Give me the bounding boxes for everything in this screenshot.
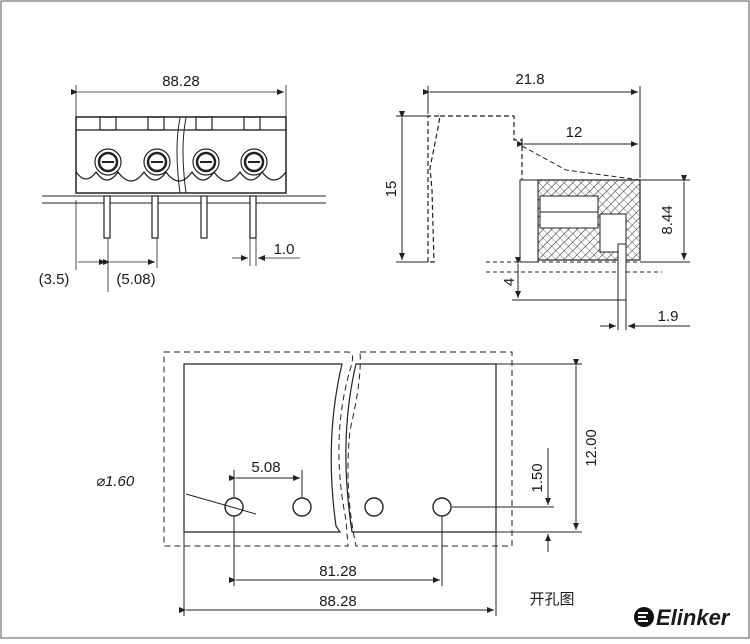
side-pin-offset-label: 1.9 [658, 308, 679, 325]
board-height-label: 12.00 [583, 429, 600, 467]
side-pin-height-label: 8.44 [659, 205, 676, 234]
hole-span-label: 81.28 [319, 563, 357, 580]
elinker-logo: Elinker [634, 605, 731, 630]
brand-name: Elinker [656, 605, 731, 630]
hole-height-label: 1.50 [529, 463, 546, 492]
front-width-label: 88.28 [162, 73, 200, 90]
side-body-depth-label: 12 [566, 124, 583, 141]
hole-layout-caption: 开孔图 [529, 591, 574, 608]
screw-1 [94, 148, 122, 176]
hole-overall-width-label: 88.28 [319, 593, 357, 610]
hole-layout [163, 351, 582, 616]
front-pin-offset-label: (3.5) [39, 271, 70, 288]
side-pin-length-label: 4 [501, 278, 518, 286]
front-view [42, 85, 326, 292]
side-view [396, 86, 690, 330]
side-height-label: 15 [383, 181, 400, 198]
screw-2 [143, 148, 171, 176]
side-depth-label: 21.8 [515, 71, 544, 88]
screw-3 [192, 148, 220, 176]
hole-diameter-label: ⌀1.60 [96, 473, 135, 490]
front-pin-width-label: 1.0 [274, 241, 295, 258]
hole-pitch-label: 5.08 [251, 459, 280, 476]
front-pitch-label: (5.08) [116, 271, 155, 288]
screw-4 [240, 148, 268, 176]
